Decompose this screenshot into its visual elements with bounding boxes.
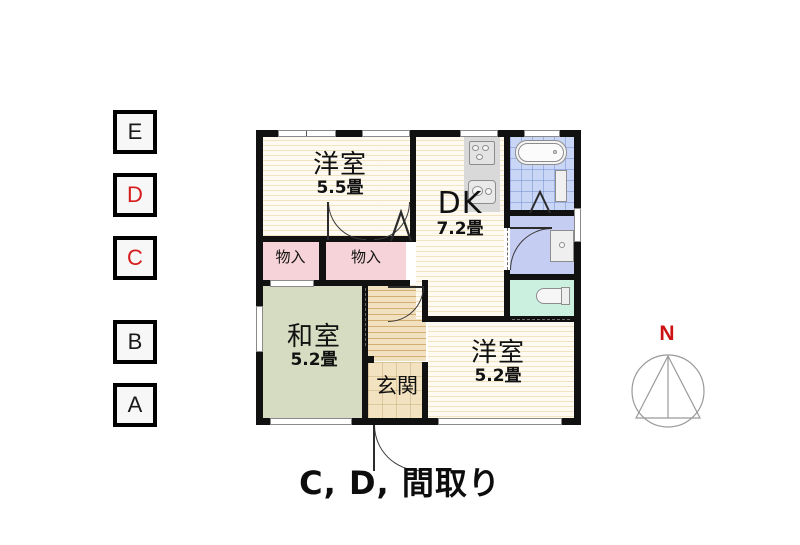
opening-toilet-yoshitsu (512, 319, 570, 320)
room-closet-right (326, 242, 406, 280)
wall-hallway-dk (422, 280, 428, 322)
wall-bath-washroom (510, 210, 575, 216)
door-leaf-washroom (510, 227, 552, 229)
bathtub-inner (518, 143, 564, 162)
window-bottom-washitsu (270, 418, 352, 425)
sink-basin (472, 186, 483, 196)
wall-washitsu-hallway (362, 286, 368, 418)
wall-dk-washroom-lower (504, 270, 510, 320)
window-top-kitchen (460, 130, 498, 137)
wall-exterior-top (256, 130, 581, 137)
compass-rose: N (626, 322, 708, 434)
room-genkan (368, 362, 426, 418)
room-closet-left (262, 242, 319, 280)
letter-key-b[interactable]: B (113, 320, 157, 364)
wall-genkan-stub (368, 356, 374, 363)
wall-dk-washroom-upper (504, 216, 510, 228)
vanity-basin (559, 242, 565, 248)
door-chevron-dk (389, 208, 413, 242)
bathtub-drain (553, 150, 557, 154)
window-tick-1 (306, 131, 307, 136)
window-top-mid (362, 130, 410, 137)
compass-north-label: N (659, 322, 675, 345)
opening-dk-washroom (507, 228, 508, 270)
letter-key-e[interactable]: E (113, 110, 157, 154)
door-chevron-bathroom (529, 189, 551, 214)
room-yoshitsu-5-2 (428, 322, 575, 418)
wall-hallway-yoshitsu (422, 362, 428, 418)
bath-mirror-panel (555, 170, 567, 202)
floor-plan-drawing: 洋室 5.5畳 DK 7.2畳 和室 5.2畳 洋室 5.2畳 物入 物入 玄関 (256, 130, 581, 471)
room-dk-lower (416, 242, 504, 319)
window-right-yoshitsu52 (574, 208, 581, 242)
wall-exterior-left (256, 130, 263, 425)
window-closet-bottom (270, 280, 314, 287)
letter-key-c[interactable]: C (113, 236, 157, 280)
wall-between-closets (319, 236, 326, 286)
window-top-left (278, 130, 336, 137)
letter-key-a[interactable]: A (113, 383, 157, 427)
window-bottom-yoshitsu52 (438, 418, 562, 425)
opening-washitsu-hallway (365, 288, 366, 346)
door-leaf-yoshitsu55 (327, 202, 329, 240)
room-washitsu-5-2 (262, 285, 366, 418)
wall-exterior-right (574, 130, 581, 425)
stove-burner-2 (482, 145, 489, 151)
room-yoshitsu-5-5 (262, 136, 414, 240)
wall-washroom-toilet (510, 274, 575, 280)
sink-faucet (485, 188, 492, 195)
toilet-bowl-fixture (536, 288, 564, 304)
door-leaf-hallway (388, 286, 424, 288)
wall-closet-bottom (256, 280, 410, 286)
wall-closet-top-left (256, 236, 319, 242)
door-leaf-genkan (373, 425, 375, 471)
window-top-bath (524, 130, 560, 137)
stove-burner-1 (472, 145, 479, 151)
wall-dk-bath (504, 130, 510, 216)
stove-burner-3 (476, 154, 483, 160)
letter-key-d[interactable]: D (113, 173, 157, 217)
wall-yoshitsu-dk (410, 130, 416, 242)
wall-exterior-bottom (256, 418, 581, 425)
compass-icon (631, 354, 705, 428)
wall-dk-yoshitsu52 (422, 316, 510, 322)
toilet-tank-fixture (561, 287, 570, 305)
page-title: C, D, 間取り (299, 464, 501, 502)
window-left-washitsu (256, 306, 263, 352)
